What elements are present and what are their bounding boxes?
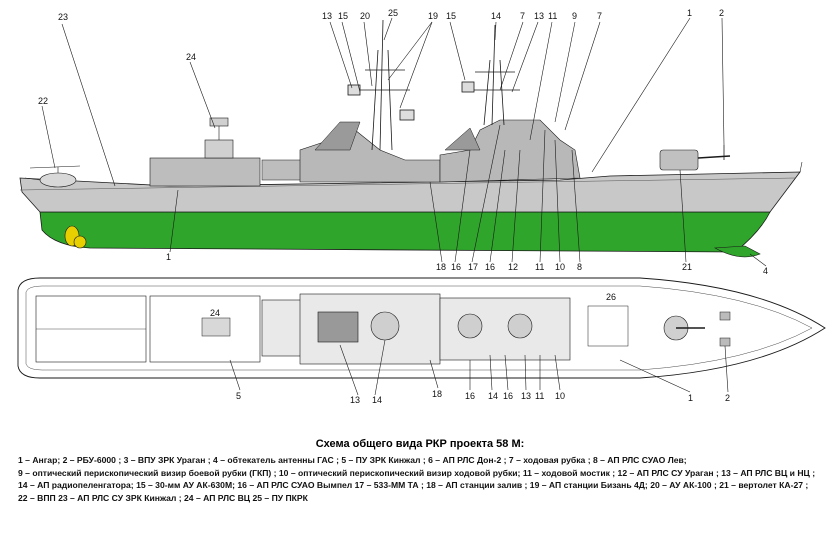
label-plan-14: 14 <box>372 395 382 405</box>
legend-item-17: 17 – 533-ММ ТА ; <box>354 480 427 490</box>
label-11b: 11 <box>535 262 544 272</box>
label-1b: 1 <box>166 252 171 262</box>
forward-superstructure <box>439 119 581 183</box>
legend-item-3: 3 – ВПУ ЗРК Ураган ; <box>123 455 214 465</box>
label-plan-11: 11 <box>535 391 544 401</box>
label-19: 19 <box>428 11 438 21</box>
label-22: 22 <box>38 96 48 106</box>
legend-item-9: 9 – оптический перископический визир бое… <box>18 467 279 478</box>
label-plan-14b: 14 <box>488 391 498 401</box>
label-15: 15 <box>338 11 348 21</box>
legend-item-5: 5 – ПУ ЗРК Кинжал ; <box>341 455 429 465</box>
propeller-icon <box>64 225 87 249</box>
legend-item-11: 11 – ходовой мостик ; <box>522 467 618 478</box>
legend-item-13: 13 – АП РЛС ВЦ и НЦ ; <box>721 467 816 478</box>
label-8: 8 <box>577 262 582 272</box>
legend-item-22: 22 – ВПП <box>18 492 59 503</box>
legend-item-24: 24 – АП РЛС ВЦ <box>184 492 253 503</box>
label-7: 7 <box>520 11 525 21</box>
ship-diagram: 23 24 22 13 15 20 25 19 15 14 7 13 11 9 … <box>17 8 826 405</box>
legend-item-12: 12 – АП РЛС СУ Ураган ; <box>617 467 722 478</box>
forward-mast <box>461 24 520 126</box>
legend-item-16: 16 – АП РЛС СУАО Вымпел <box>237 480 355 490</box>
aft-radar-24 <box>204 117 234 159</box>
label-plan-16: 16 <box>465 391 475 401</box>
label-plan-24: 24 <box>210 308 220 318</box>
label-13: 13 <box>322 11 332 21</box>
label-plan-1: 1 <box>688 393 693 403</box>
label-plan-5: 5 <box>236 391 241 401</box>
label-21: 21 <box>682 262 692 272</box>
label-17: 17 <box>468 262 478 272</box>
label-plan-2: 2 <box>725 393 730 403</box>
label-1: 1 <box>687 8 692 18</box>
label-14: 14 <box>491 11 501 21</box>
label-25: 25 <box>388 8 398 18</box>
aft-superstructure <box>299 129 441 183</box>
label-7b: 7 <box>597 11 602 21</box>
label-18: 18 <box>436 262 446 272</box>
label-plan-10: 10 <box>555 391 565 401</box>
legend-item-25: 25 – ПУ ПКРК <box>252 492 308 503</box>
label-24: 24 <box>186 52 196 62</box>
label-plan-26: 26 <box>606 292 616 302</box>
label-20: 20 <box>360 11 370 21</box>
label-2: 2 <box>719 8 724 18</box>
label-12: 12 <box>508 262 518 272</box>
label-11: 11 <box>548 11 557 21</box>
hangar-roof <box>149 295 261 363</box>
caption-title: Схема общего вида РКР проекта 58 М: <box>315 438 525 450</box>
launcher-grid <box>587 305 629 347</box>
label-9: 9 <box>572 11 577 21</box>
aft-mast <box>347 19 415 151</box>
sonar-dome <box>713 245 761 258</box>
label-16b: 16 <box>485 262 495 272</box>
label-15b: 15 <box>446 11 456 21</box>
label-4: 4 <box>763 266 768 276</box>
hangar <box>149 157 261 187</box>
legend-item-18: 18 – АП станции залив ; <box>426 480 530 490</box>
ak-100-gun <box>659 149 731 171</box>
label-13b: 13 <box>534 11 544 21</box>
legend-item-19: 19 – АП станции Бизань 4Д; <box>529 480 651 490</box>
side-view: 23 24 22 13 15 20 25 19 15 14 7 13 11 9 … <box>19 8 803 276</box>
legend-item-23: 23 – АП РЛС СУ ЗРК Кинжал ; <box>58 492 185 503</box>
underwater-hull <box>39 211 771 253</box>
legend-item-10: 10 – оптический перископический визир хо… <box>278 467 523 478</box>
legend-item-15: 15 – 30-мм АУ АК-630М; <box>136 480 238 490</box>
label-plan-13: 13 <box>350 395 360 405</box>
label-16: 16 <box>451 262 461 272</box>
legend-item-14: 14 – АП радиопеленгатора; <box>18 480 137 490</box>
legend-item-4: 4 – обтекатель антенны ГАС ; <box>213 455 342 465</box>
plan-view: 24 26 5 13 14 18 16 14 16 13 11 10 1 2 <box>17 277 826 405</box>
legend-item-2: 2 – РБУ-6000 ; <box>62 455 124 465</box>
label-plan-16b: 16 <box>503 391 513 401</box>
legend-item-21: 21 – вертолет КА-27 ; <box>719 480 809 490</box>
legend-item-20: 20 – АУ АК-100 ; <box>650 480 720 490</box>
legend-item-1: 1 – Ангар; <box>18 455 63 465</box>
legend-item-6: 6 – АП РЛС Дон-2 ; <box>428 455 509 465</box>
legend-item-8: 8 – АП РЛС СУАО Лев; <box>592 455 687 465</box>
label-plan-18: 18 <box>432 389 442 399</box>
legend-item-7: 7 – ходовая рубка ; <box>508 455 593 465</box>
label-23: 23 <box>58 12 68 22</box>
legend: 1 – Ангар; 2 – РБУ-6000 ; 3 – ВПУ ЗРК Ур… <box>0 454 830 504</box>
label-10: 10 <box>555 262 565 272</box>
label-plan-13b: 13 <box>521 391 531 401</box>
diagram-caption: Схема общего вида РКР проекта 58 М: 1 – … <box>0 438 840 504</box>
